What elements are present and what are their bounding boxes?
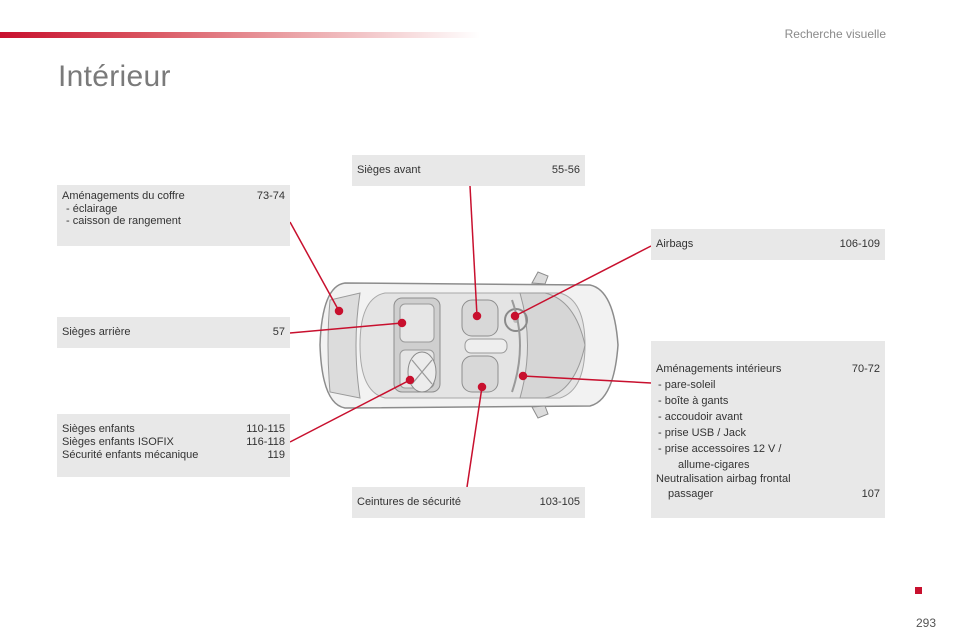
steering-wheel xyxy=(504,308,528,332)
section-title: Recherche visuelle xyxy=(784,27,886,41)
pages: 110-115 xyxy=(246,423,285,435)
label: Sièges enfants ISOFIX xyxy=(62,436,174,448)
item: - accoudoir avant xyxy=(658,411,743,423)
item: - pare-soleil xyxy=(658,379,716,391)
pages: 55-56 xyxy=(551,164,580,176)
pages: 107 xyxy=(861,488,880,500)
label: Sièges arrière xyxy=(62,326,131,338)
pages: 106-109 xyxy=(839,238,880,250)
pages: 70-72 xyxy=(851,363,880,375)
header-gradient-bar xyxy=(0,32,480,38)
mirror-left xyxy=(531,271,549,285)
center-console xyxy=(464,338,508,354)
item: - éclairage xyxy=(66,203,118,215)
child-seat-straps xyxy=(411,359,433,385)
label: Airbags xyxy=(656,238,694,250)
callout-airbags: Airbags 106-109 xyxy=(651,229,885,260)
car-boot xyxy=(327,292,361,399)
item: - boîte à gants xyxy=(658,395,729,407)
neutral-label: Neutralisation airbag frontal xyxy=(656,473,791,485)
pages: 57 xyxy=(272,326,285,338)
pages: 103-105 xyxy=(539,496,580,508)
pages: 119 xyxy=(267,449,285,461)
label: Sièges avant xyxy=(357,164,421,176)
neutral-cont: passager xyxy=(668,488,714,500)
callout-ceintures: Ceintures de sécurité 103-105 xyxy=(352,487,585,518)
pages: 116-118 xyxy=(246,436,285,448)
callout-sieges-arriere: Sièges arrière 57 xyxy=(57,317,290,348)
page-marker-square xyxy=(915,587,922,594)
car-hood xyxy=(519,292,586,399)
mirror-right xyxy=(531,405,549,419)
label: Aménagements du coffre xyxy=(62,190,185,202)
label: Aménagements intérieurs xyxy=(656,363,782,375)
label: Ceintures de sécurité xyxy=(357,496,461,508)
item-continuation: allume-cigares xyxy=(678,459,750,471)
pages: 73-74 xyxy=(256,190,285,202)
label: Sécurité enfants mécanique xyxy=(62,449,199,461)
item: - prise USB / Jack xyxy=(658,427,747,439)
page-number: 293 xyxy=(915,616,936,630)
dashboard xyxy=(511,299,521,393)
callout-sieges-enfants: Sièges enfants 110-115 Sièges enfants ISO… xyxy=(57,414,290,477)
item: - prise accessoires 12 V / xyxy=(658,443,782,455)
label: Sièges enfants xyxy=(62,423,135,435)
page-title: Intérieur xyxy=(58,60,171,93)
callout-amenagements-interieurs: Aménagements intérieurs 70-72 - pare-sole… xyxy=(651,341,885,518)
front-seat-right xyxy=(461,355,499,393)
item: - caisson de rangement xyxy=(66,215,181,227)
callout-sieges-avant: Sièges avant 55-56 xyxy=(352,155,585,186)
